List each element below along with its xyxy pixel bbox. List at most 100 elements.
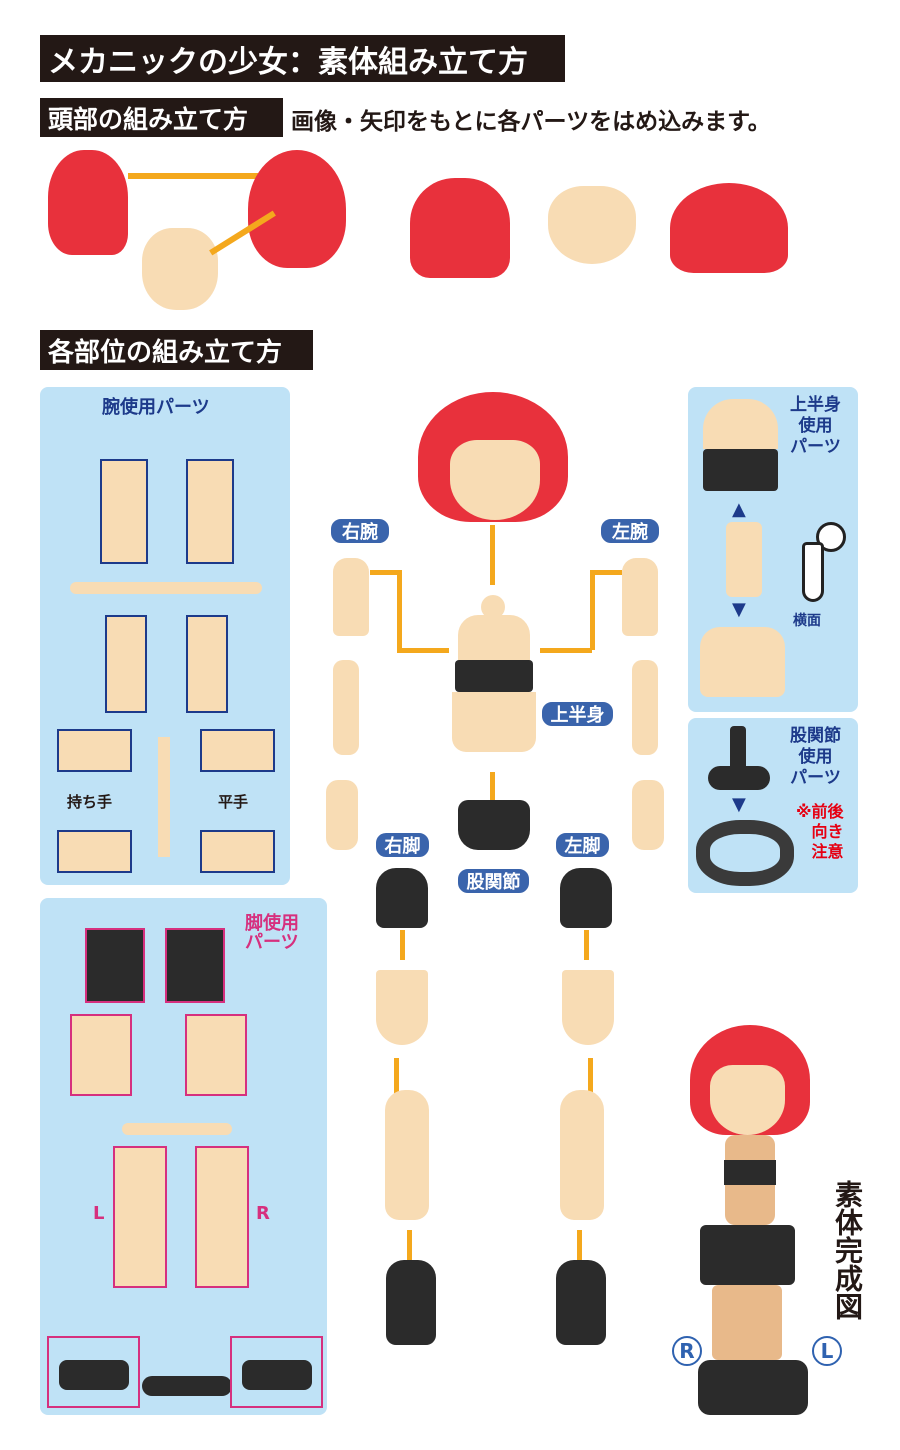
arrow-icon	[400, 930, 405, 960]
grip-hand-lower	[57, 830, 132, 873]
hip-joint-assembly	[458, 800, 530, 850]
grip-hand-label: 持ち手	[67, 793, 113, 811]
flat-hand-label: 平手	[218, 793, 249, 811]
side-view-diagram-icon	[798, 522, 846, 602]
left-boot	[556, 1260, 606, 1345]
waist-joint-part	[726, 522, 762, 597]
boot-right	[230, 1336, 323, 1408]
left-hand	[632, 780, 664, 850]
left-forearm	[632, 660, 658, 755]
runner-bar	[142, 1376, 232, 1396]
hip-joint-part	[730, 726, 746, 771]
arrow-icon	[490, 525, 495, 585]
arrow-icon	[394, 1058, 399, 1098]
hip-joint-label: 股関節	[456, 867, 531, 895]
arrow-icon	[370, 570, 400, 575]
chest-wrap	[703, 449, 778, 491]
figure-top	[724, 1160, 776, 1185]
hip-ball-part	[708, 766, 770, 790]
leg-parts-title: 脚使用 パーツ	[245, 914, 299, 952]
thigh-left	[70, 1014, 132, 1096]
runner-stem	[158, 737, 170, 857]
torso-title-line3: パーツ	[790, 437, 841, 457]
torso-parts-title: 上半身 使用 パーツ	[790, 395, 841, 458]
right-arm-label: 右腕	[329, 517, 391, 545]
face-part	[142, 228, 218, 310]
face-front-view	[548, 186, 636, 264]
figure-boots	[698, 1360, 808, 1415]
thigh-joint-left	[85, 928, 145, 1003]
hair-back-view	[670, 183, 788, 273]
arrow-icon	[584, 930, 589, 960]
arrow-icon	[490, 772, 495, 814]
left-thigh	[562, 970, 614, 1045]
right-leg-label: R	[256, 1203, 270, 1224]
arrow-down-icon: ▼	[732, 794, 746, 815]
torso-title-line2: 使用	[798, 416, 833, 436]
left-lower-leg	[560, 1090, 604, 1220]
thigh-right	[185, 1014, 247, 1096]
leg-parts-title-line2: パーツ	[245, 932, 299, 953]
arrow-icon	[577, 1230, 582, 1275]
right-thigh-joint	[376, 868, 428, 928]
arm-part-upper-left	[100, 459, 148, 564]
hip-note-line2: 向き	[811, 822, 844, 841]
left-arm-label: 左腕	[599, 517, 661, 545]
figure-legs	[712, 1285, 782, 1360]
thigh-joint-right	[165, 928, 225, 1003]
arrow-icon	[592, 570, 622, 575]
figure-face	[710, 1065, 785, 1135]
head-instruction: 画像・矢印をもとに各パーツをはめ込みます。	[291, 109, 771, 135]
arrow-icon	[590, 570, 595, 650]
parts-assembly-heading: 各部位の組み立て方	[40, 330, 313, 370]
hip-note-line1: ※前後	[796, 802, 844, 821]
left-thigh-joint	[560, 868, 612, 928]
grip-hand-left	[57, 729, 132, 772]
arrow-icon	[128, 173, 258, 179]
hair-front-part	[48, 150, 128, 255]
chest-part	[703, 399, 778, 449]
arrow-icon	[588, 1058, 593, 1098]
right-lower-leg	[385, 1090, 429, 1220]
right-forearm	[333, 660, 359, 755]
right-leg-label: 右脚	[374, 831, 431, 859]
boot-left	[47, 1336, 140, 1408]
torso-title-line1: 上半身	[790, 395, 841, 415]
hip-title-line2: 使用	[798, 747, 833, 767]
torso-lower	[452, 692, 536, 752]
upper-body-label: 上半身	[540, 700, 615, 728]
left-leg-label: 左脚	[554, 831, 611, 859]
torso-parts-panel: 上半身 使用 パーツ ▲ ▼ 横面	[688, 387, 858, 712]
arrow-icon	[397, 570, 402, 650]
flat-hand-right	[200, 729, 275, 772]
abdomen-part	[700, 627, 785, 697]
arrow-up-icon: ▲	[732, 499, 746, 520]
leg-parts-panel: 脚使用 パーツ L R	[40, 898, 327, 1415]
leg-parts-title-line1: 脚使用	[245, 913, 299, 934]
hair-back-part	[248, 150, 346, 268]
hip-ring-part	[696, 820, 794, 886]
head-assembly-heading: 頭部の組み立て方	[40, 98, 283, 137]
lower-leg-right	[195, 1146, 249, 1288]
arm-parts-title: 腕使用パーツ	[102, 397, 210, 418]
runner-frame	[122, 1123, 232, 1135]
lower-leg-left	[113, 1146, 167, 1288]
arm-part-upper-right	[186, 459, 234, 564]
hip-title-line1: 股関節	[790, 726, 841, 746]
arrow-down-icon: ▼	[732, 599, 746, 620]
completed-figure-title: 素体完成図	[831, 1180, 864, 1320]
right-hand	[326, 780, 358, 850]
flat-hand-lower	[200, 830, 275, 873]
figure-shorts	[700, 1225, 795, 1285]
runner-frame	[70, 582, 262, 594]
right-side-marker: R	[672, 1336, 702, 1366]
arm-parts-panel: 腕使用パーツ 持ち手 平手	[40, 387, 290, 885]
right-thigh	[376, 970, 428, 1045]
arm-part-lower-right	[186, 615, 228, 713]
hip-title-line3: パーツ	[790, 768, 841, 788]
right-upper-arm	[333, 558, 369, 636]
left-upper-arm	[622, 558, 658, 636]
page-title: メカニックの少女：素体組み立て方	[40, 35, 565, 82]
arrow-icon	[397, 648, 449, 653]
left-side-marker: L	[812, 1336, 842, 1366]
